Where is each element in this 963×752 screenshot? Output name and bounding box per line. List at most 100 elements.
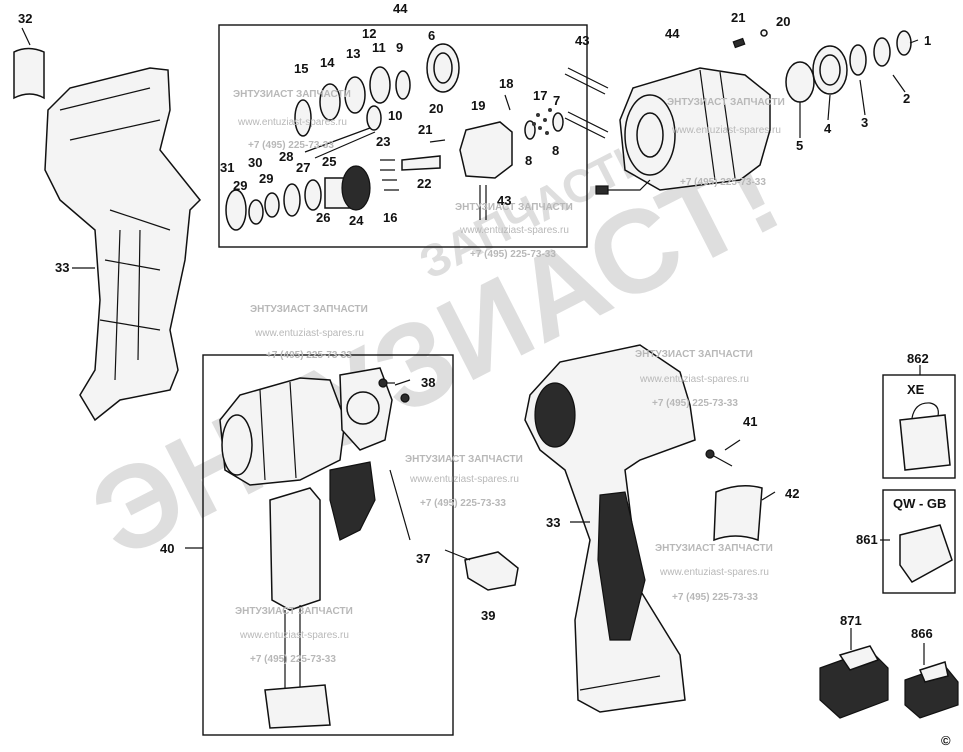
wm-company-5: ЭНТУЗИАСТ ЗАПЧАСТИ — [635, 349, 753, 360]
label-15: 15 — [294, 61, 308, 76]
label-33-right: 33 — [546, 515, 560, 530]
label-8-b: 8 — [552, 143, 559, 158]
wm-company-8: ЭНТУЗИАСТ ЗАПЧАСТИ — [235, 606, 353, 617]
label-6: 6 — [428, 28, 435, 43]
label-21-right: 21 — [731, 10, 745, 25]
label-22: 22 — [417, 176, 431, 191]
wm-url-1: www.entuziast-spares.ru — [237, 117, 347, 128]
watermark-stamps: ЭНТУЗИАСТ ЗАПЧАСТИ www.entuziast-spares.… — [233, 89, 785, 665]
battery-866 — [904, 661, 959, 719]
label-38: 38 — [421, 375, 435, 390]
wm-url-2: www.entuziast-spares.ru — [459, 225, 569, 236]
label-17: 17 — [533, 88, 547, 103]
label-8-a: 8 — [525, 153, 532, 168]
motor-assembly — [219, 367, 393, 729]
wm-phone-2: +7 (495) 225-73-33 — [470, 249, 556, 260]
kit-box-qwgb — [882, 489, 956, 594]
kit-label-qwgb: QW - GB — [893, 496, 946, 511]
wm-company-1: ЭНТУЗИАСТ ЗАПЧАСТИ — [233, 89, 351, 100]
label-33-left: 33 — [55, 260, 69, 275]
gear-housing-44 — [595, 67, 771, 195]
wm-url-8: www.entuziast-spares.ru — [239, 630, 349, 641]
label-28: 28 — [279, 149, 293, 164]
wm-company-3: ЭНТУЗИАСТ ЗАПЧАСТИ — [667, 97, 785, 108]
label-5: 5 — [796, 138, 803, 153]
label-43-pins: 43 — [575, 33, 589, 48]
copyright-mark: © — [941, 733, 951, 748]
label-42 — [713, 485, 763, 542]
wm-company-2: ЭНТУЗИАСТ ЗАПЧАСТИ — [455, 202, 573, 213]
wm-url-3: www.entuziast-spares.ru — [671, 125, 781, 136]
assembled-tool — [524, 344, 696, 713]
label-29-b: 29 — [259, 171, 273, 186]
label-21-box: 21 — [418, 122, 432, 137]
label-37: 37 — [416, 551, 430, 566]
label-4: 4 — [824, 121, 832, 136]
battery-871 — [819, 645, 889, 719]
housing-half-left — [44, 67, 202, 422]
label-sheet-32 — [13, 47, 45, 100]
label-27: 27 — [296, 160, 310, 175]
label-20-box: 20 — [429, 101, 443, 116]
label-41: 41 — [743, 414, 757, 429]
label-43-box: 43 — [497, 193, 511, 208]
wm-url-4: www.entuziast-spares.ru — [254, 328, 364, 339]
wm-phone-1: +7 (495) 225-73-33 — [248, 140, 334, 151]
label-3: 3 — [861, 115, 868, 130]
label-9: 9 — [396, 40, 403, 55]
wm-url-6: www.entuziast-spares.ru — [409, 474, 519, 485]
label-44-box: 44 — [393, 1, 408, 16]
label-12: 12 — [362, 26, 376, 41]
screw-41 — [705, 449, 733, 467]
label-24: 24 — [349, 213, 364, 228]
label-871: 871 — [840, 613, 862, 628]
wm-url-5: www.entuziast-spares.ru — [639, 374, 749, 385]
wm-phone-6: +7 (495) 225-73-33 — [420, 498, 506, 509]
label-7: 7 — [553, 93, 560, 108]
label-2: 2 — [903, 91, 910, 106]
label-29-a: 29 — [233, 178, 247, 193]
label-39: 39 — [481, 608, 495, 623]
charger-icon — [899, 524, 953, 583]
label-862: 862 — [907, 351, 929, 366]
wm-phone-5: +7 (495) 225-73-33 — [652, 398, 738, 409]
label-18: 18 — [499, 76, 513, 91]
leader-lines — [21, 27, 925, 665]
kit-box-xe — [882, 374, 956, 479]
kit-label-xe: XE — [907, 382, 925, 397]
label-1: 1 — [924, 33, 931, 48]
label-25: 25 — [322, 154, 336, 169]
label-16: 16 — [383, 210, 397, 225]
label-14: 14 — [320, 55, 335, 70]
label-10: 10 — [388, 108, 402, 123]
label-861: 861 — [856, 532, 878, 547]
label-866: 866 — [911, 626, 933, 641]
label-19: 19 — [471, 98, 485, 113]
wm-company-4: ЭНТУЗИАСТ ЗАПЧАСТИ — [250, 304, 368, 315]
screws-38 — [378, 378, 410, 403]
wm-phone-3: +7 (495) 225-73-33 — [680, 177, 766, 188]
wm-phone-7: +7 (495) 225-73-33 — [672, 592, 758, 603]
bag-icon — [899, 414, 951, 471]
wm-url-7: www.entuziast-spares.ru — [659, 567, 769, 578]
part-number-labels: 32 33 44 6 12 13 11 9 14 15 20 10 21 23 … — [18, 1, 951, 748]
wm-phone-8: +7 (495) 225-73-33 — [250, 654, 336, 665]
connector-39 — [464, 551, 519, 591]
label-26: 26 — [316, 210, 330, 225]
wm-company-7: ЭНТУЗИАСТ ЗАПЧАСТИ — [655, 543, 773, 554]
wm-company-6: ЭНТУЗИАСТ ЗАПЧАСТИ — [405, 454, 523, 465]
gear-assembly-parts — [225, 43, 564, 231]
gear-assembly-box — [218, 24, 588, 248]
label-42: 42 — [785, 486, 799, 501]
label-23: 23 — [376, 134, 390, 149]
label-30: 30 — [248, 155, 262, 170]
label-13: 13 — [346, 46, 360, 61]
label-31: 31 — [220, 160, 234, 175]
label-32: 32 — [18, 11, 32, 26]
label-11: 11 — [372, 40, 386, 55]
label-40: 40 — [160, 541, 174, 556]
label-20-right: 20 — [776, 14, 790, 29]
pins-43 — [564, 67, 609, 139]
label-44-housing: 44 — [665, 26, 680, 41]
